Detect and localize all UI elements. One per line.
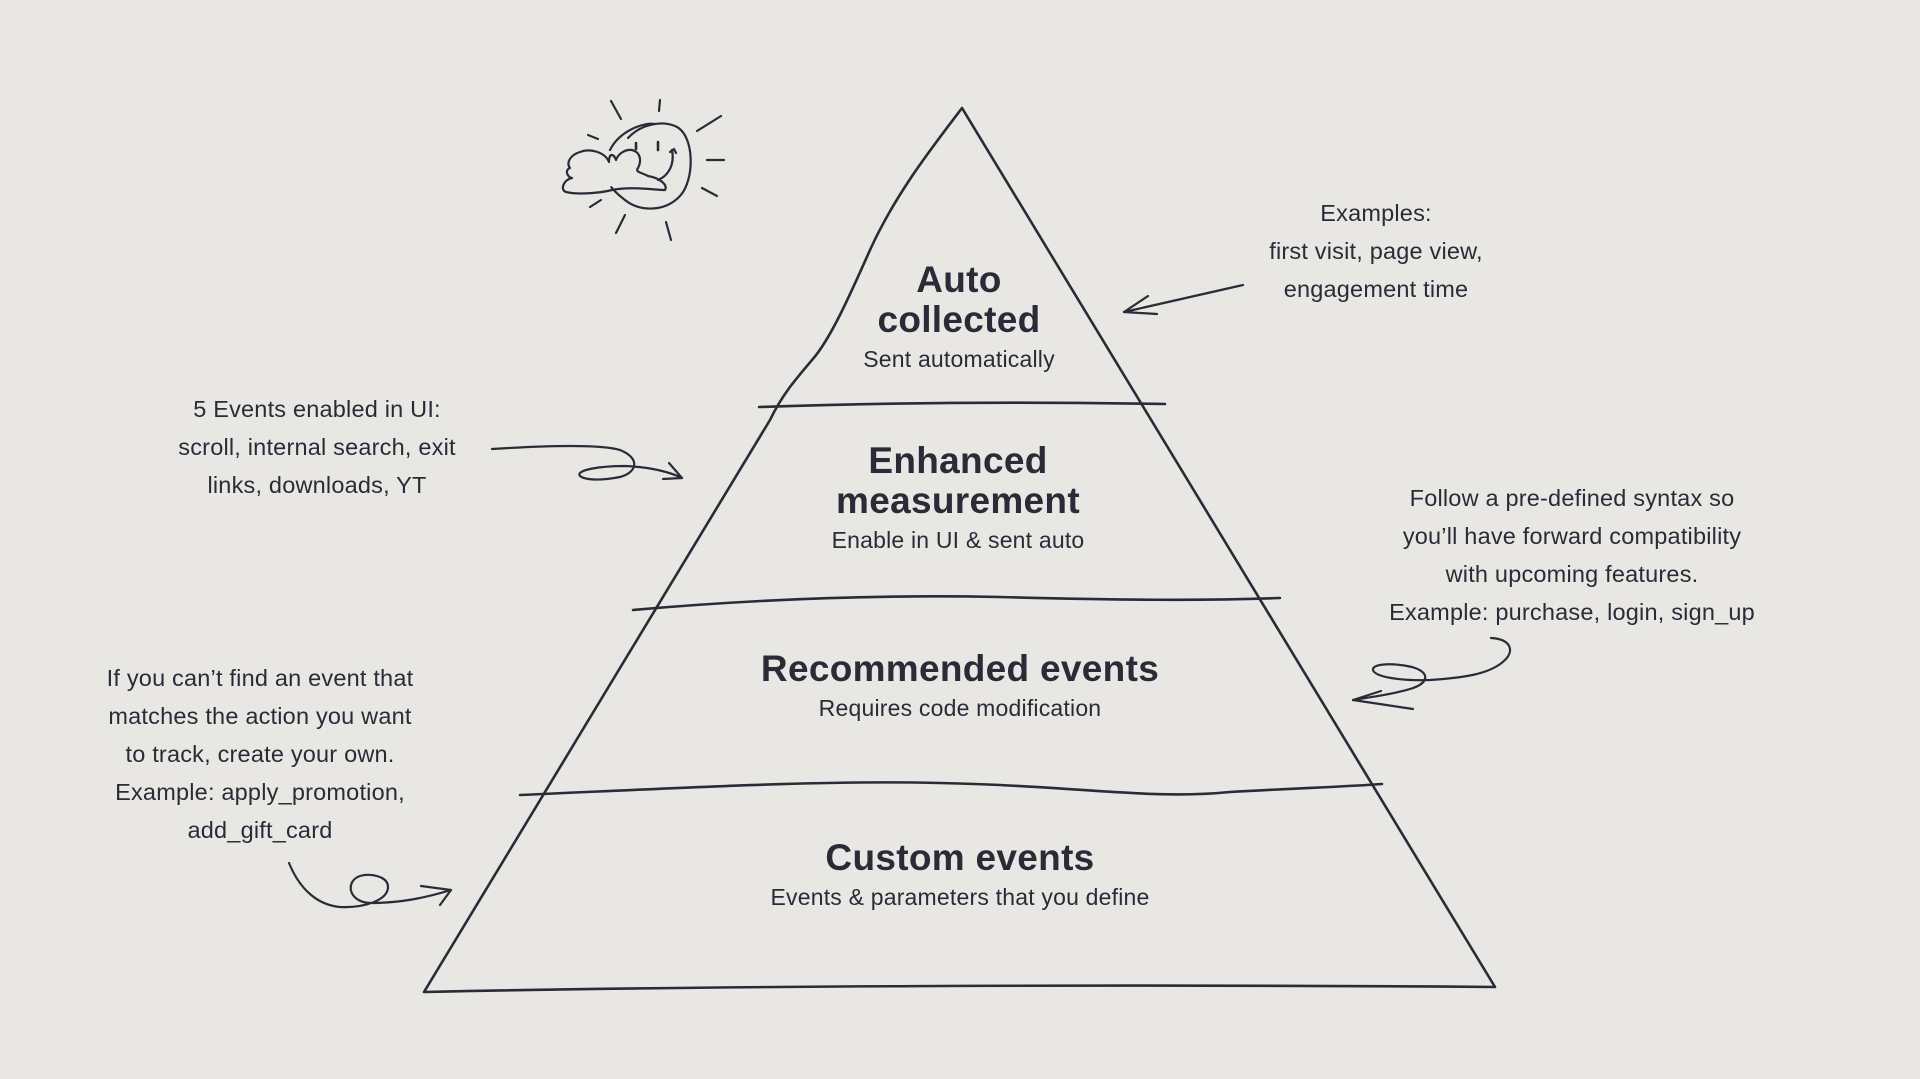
arrow-enhanced-measurement: [490, 445, 684, 481]
annotation-line: first visit, page view,: [1269, 238, 1483, 264]
tier-title: Auto collected: [863, 260, 1055, 340]
annotation-line: Example: apply_promotion,: [115, 779, 405, 805]
tier-title-line: Custom events: [825, 837, 1095, 878]
annotation-auto-collected: Examples: first visit, page view, engage…: [1269, 194, 1483, 308]
annotation-line: matches the action you want: [108, 703, 412, 729]
annotation-line: add_gift_card: [187, 817, 333, 843]
annotation-line: links, downloads, YT: [207, 472, 427, 498]
tier-title-line: Recommended events: [760, 648, 1160, 689]
annotation-line: scroll, internal search, exit: [178, 434, 456, 460]
tier-recommended-events: Recommended events Requires code modific…: [761, 649, 1159, 723]
annotation-line: If you can’t find an event that: [106, 665, 414, 691]
tier-enhanced-measurement: Enhanced measurement Enable in UI & sent…: [832, 441, 1085, 555]
annotation-line: Example: purchase, login, sign_up: [1389, 599, 1755, 625]
annotation-line: engagement time: [1283, 276, 1469, 302]
arrow-auto-collected: [1122, 283, 1245, 316]
tier-custom-events: Custom events Events & parameters that y…: [770, 838, 1149, 912]
tier-title: Custom events: [770, 838, 1149, 878]
tier-title: Recommended events: [761, 649, 1159, 689]
tier-subtitle: Events & parameters that you define: [770, 884, 1150, 910]
annotation-enhanced-measurement: 5 Events enabled in UI: scroll, internal…: [178, 390, 455, 504]
annotation-line: 5 Events enabled in UI:: [193, 396, 441, 422]
tier-auto-collected: Auto collected Sent automatically: [863, 260, 1055, 374]
tier-divider-1: [757, 401, 1167, 409]
tier-subtitle: Sent automatically: [863, 346, 1055, 372]
annotation-recommended-events: Follow a pre-defined syntax so you’ll ha…: [1389, 479, 1755, 631]
annotation-line: you’ll have forward compatibility: [1402, 523, 1742, 549]
tier-subtitle: Enable in UI & sent auto: [831, 527, 1085, 553]
tier-subtitle: Requires code modification: [818, 695, 1102, 721]
annotation-line: Follow a pre-defined syntax so: [1409, 485, 1735, 511]
tier-title-line: Enhanced: [868, 440, 1048, 481]
tier-divider-2: [631, 595, 1282, 612]
sun-cloud-icon: [561, 98, 726, 242]
annotation-line: with upcoming features.: [1445, 561, 1699, 587]
annotation-line: Examples:: [1320, 200, 1432, 226]
tier-title: Enhanced measurement: [832, 441, 1085, 521]
tier-title-line: Auto: [916, 259, 1002, 300]
tier-title-line: collected: [877, 299, 1041, 340]
tier-title-line: measurement: [836, 480, 1080, 521]
arrow-recommended-events: [1351, 636, 1512, 711]
arrow-custom-events: [287, 861, 453, 909]
pyramid-outline: [422, 106, 1497, 994]
annotation-line: to track, create your own.: [125, 741, 395, 767]
annotation-custom-events: If you can’t find an event that matches …: [107, 659, 414, 849]
tier-divider-3: [518, 781, 1384, 797]
